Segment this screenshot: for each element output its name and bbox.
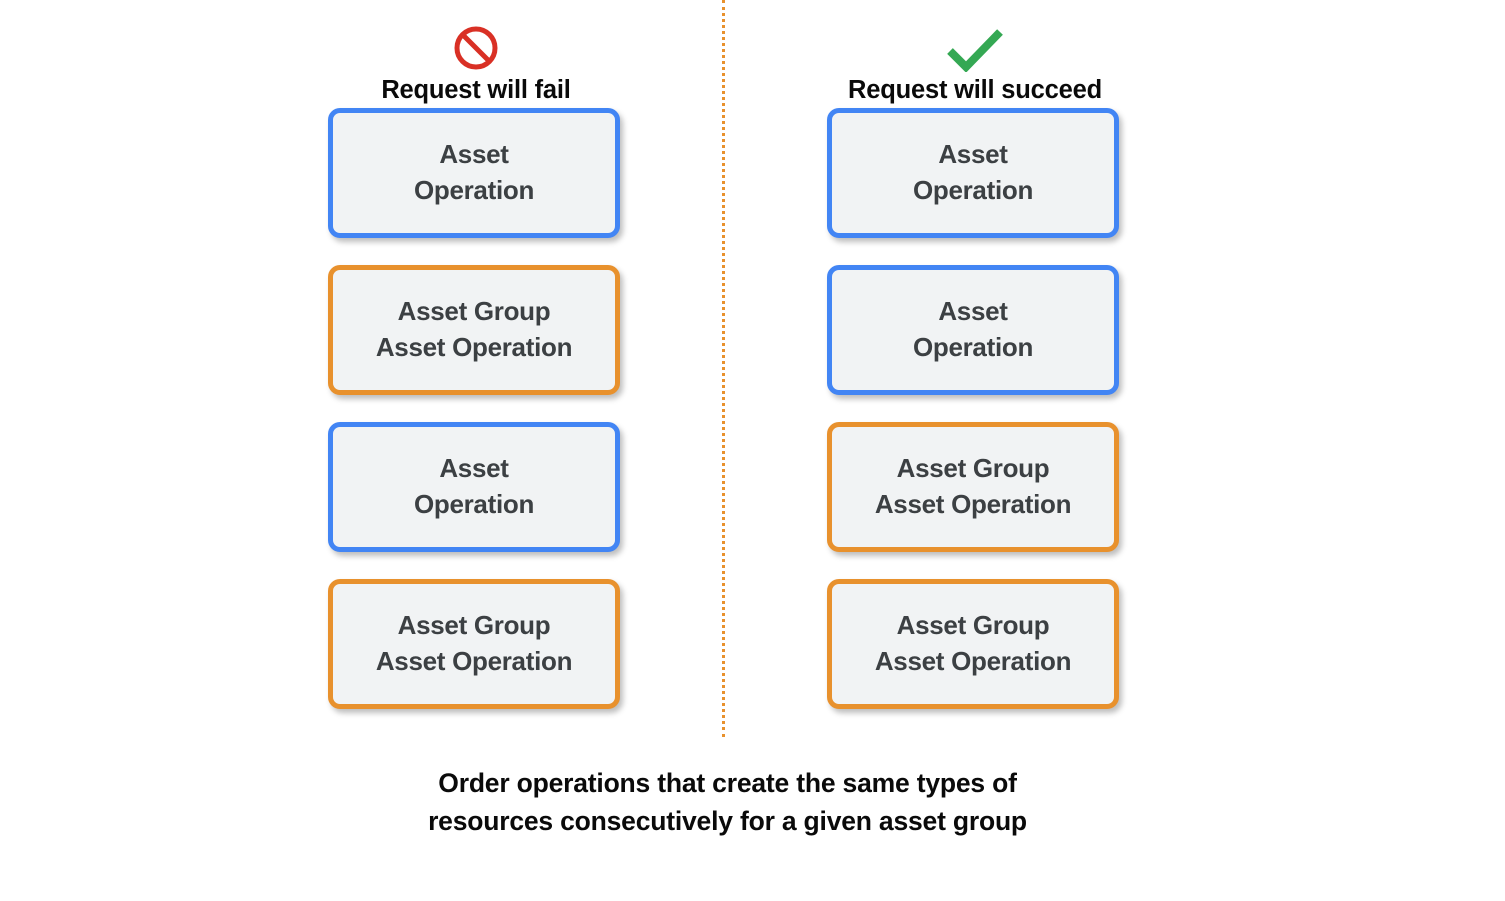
caption-line-1: Order operations that create the same ty… <box>438 768 1017 798</box>
column-request-will-succeed: Request will succeed Asset Operation Ass… <box>827 0 1123 709</box>
card-asset-group-asset-operation: Asset Group Asset Operation <box>827 579 1119 709</box>
card-asset-operation: Asset Operation <box>827 265 1119 395</box>
column-header-label-succeed: Request will succeed <box>848 75 1102 104</box>
card-line: Operation <box>912 332 1034 362</box>
card-line: Operation <box>413 175 535 205</box>
diagram-caption: Order operations that create the same ty… <box>0 764 1455 841</box>
card-line: Asset Group <box>896 453 1050 484</box>
card-line: Asset Operation <box>874 646 1072 676</box>
card-asset-operation: Asset Operation <box>827 108 1119 238</box>
card-asset-group-asset-operation: Asset Group Asset Operation <box>827 422 1119 552</box>
card-line: Asset Operation <box>874 489 1072 519</box>
column-request-will-fail: Request will fail Asset Operation Asset … <box>328 0 624 709</box>
card-asset-operation: Asset Operation <box>328 108 620 238</box>
card-line: Asset Group <box>397 296 551 327</box>
card-line: Asset Operation <box>375 332 573 362</box>
prohibition-icon <box>452 20 500 76</box>
card-line: Asset <box>439 453 509 484</box>
column-header-fail: Request will fail <box>328 0 624 108</box>
card-line: Operation <box>413 489 535 519</box>
card-line: Asset <box>938 139 1008 170</box>
column-header-label-fail: Request will fail <box>381 75 571 104</box>
card-line: Operation <box>912 175 1034 205</box>
card-line: Asset Group <box>397 610 551 641</box>
column-header-succeed: Request will succeed <box>827 0 1123 108</box>
card-line: Asset Group <box>896 610 1050 641</box>
card-line: Asset Operation <box>375 646 573 676</box>
checkmark-icon <box>944 20 1006 76</box>
caption-line-2: resources consecutively for a given asse… <box>428 806 1027 837</box>
card-stack-fail: Asset Operation Asset Group Asset Operat… <box>328 108 624 709</box>
card-stack-succeed: Asset Operation Asset Operation Asset Gr… <box>827 108 1123 709</box>
card-line: Asset <box>439 139 509 170</box>
card-asset-group-asset-operation: Asset Group Asset Operation <box>328 265 620 395</box>
card-asset-operation: Asset Operation <box>328 422 620 552</box>
card-line: Asset <box>938 296 1008 327</box>
card-asset-group-asset-operation: Asset Group Asset Operation <box>328 579 620 709</box>
vertical-dotted-divider <box>722 0 725 737</box>
